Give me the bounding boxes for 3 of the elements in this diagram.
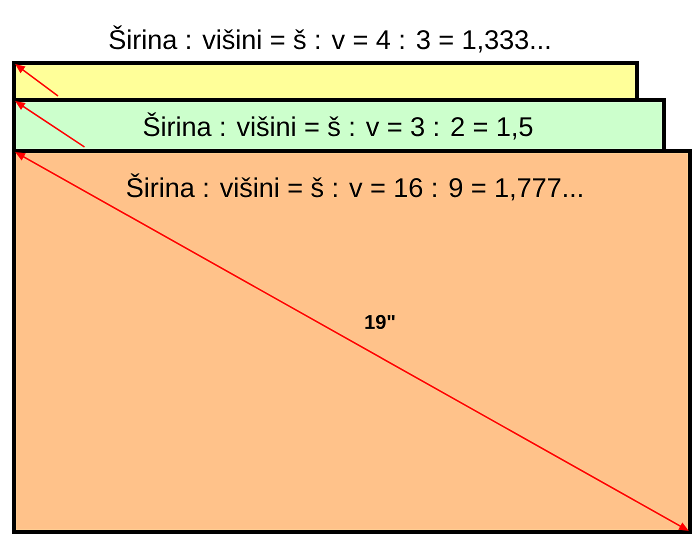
dimension-label: 19" — [365, 314, 395, 330]
node-label: Širina : višini = š : v = 4 : 3 = 1,333... — [109, 25, 550, 52]
frame-box: Širina : višini = š : v = 3 : 2 = 1,5 — [12, 98, 666, 153]
